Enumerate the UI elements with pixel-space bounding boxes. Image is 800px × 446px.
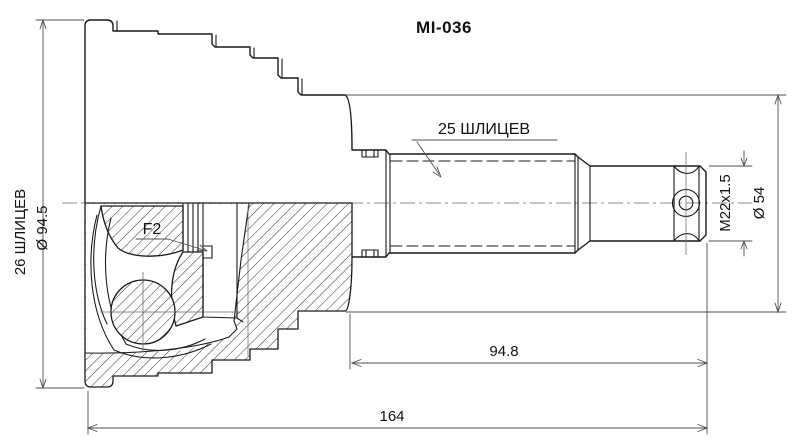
- extension-lines: [35, 19, 85, 389]
- label-groove-f2: F2: [135, 221, 208, 252]
- extension-lines: [349, 242, 708, 435]
- cage-lower-inner-arc: [125, 338, 206, 351]
- tip-flat-edges: [673, 165, 700, 242]
- bore-spline-lines: [182, 203, 199, 253]
- arrowheads: [39, 18, 47, 390]
- boot-clamp-groove-top: [361, 149, 379, 158]
- extension-lines: [708, 165, 753, 242]
- bell-housing-profile: [84, 19, 707, 204]
- inner-race-upper: [100, 205, 184, 257]
- arrowheads: [86, 424, 709, 432]
- dimension-overall-length: 164: [86, 390, 709, 435]
- boot-clamp-groove-bottom: [361, 249, 379, 258]
- arrowheads: [774, 93, 782, 314]
- leader-arrowhead: [196, 244, 208, 252]
- shaft-spline-section: [385, 149, 579, 258]
- dimension-housing-diameter: 26 ШЛИЦЕВ Ø 94.5: [12, 18, 85, 390]
- extension-lines: [345, 94, 787, 313]
- dimension-stem-length: 94.8: [349, 242, 709, 435]
- snap-ring-groove: [202, 245, 213, 259]
- boot-groove-chamfer-lines: [116, 20, 303, 96]
- spline-root-dashed-lines: [390, 160, 576, 247]
- hub-splines-label: 26 ШЛИЦЕВ: [12, 189, 29, 275]
- arrowheads: [740, 157, 748, 250]
- bore-wall-lines: [202, 203, 244, 323]
- dimension-thread: M22x1.5: [708, 150, 753, 257]
- joint-internals: [90, 203, 249, 359]
- threaded-tip: [589, 152, 701, 255]
- boot-land-diameter-label: Ø 54: [751, 187, 768, 220]
- output-shaft: [351, 149, 707, 258]
- stem-length-value: 94.8: [489, 343, 518, 360]
- race-mouth-cone-line: [228, 203, 250, 338]
- label-shaft-splines: 25 ШЛИЦЕВ: [411, 121, 558, 178]
- arrowheads: [350, 359, 709, 367]
- cage-outer-arc: [90, 214, 115, 351]
- dimension-boot-land-diameter: Ø 54: [345, 93, 787, 314]
- housing-diameter-label: Ø 94.5: [34, 205, 51, 250]
- thread-relief-top: [673, 165, 700, 175]
- groove-label: F2: [143, 221, 162, 238]
- overall-length-value: 164: [379, 408, 404, 425]
- leader-line: [167, 238, 205, 251]
- spline-end-edges: [574, 153, 579, 254]
- shaft-bottom-profile: [351, 202, 707, 258]
- part-code-title: MI-036: [416, 18, 472, 37]
- leader-line: [416, 141, 440, 175]
- leader-arrowhead: [432, 166, 442, 178]
- ball-center-marks: [100, 272, 240, 352]
- hub-spline-bore: [182, 203, 244, 323]
- spline-start-edges: [385, 149, 391, 258]
- cage-lower-outer-arc: [113, 343, 212, 359]
- shaft-splines-label: 25 ШЛИЦЕВ: [438, 121, 530, 138]
- thread-spec-label: M22x1.5: [717, 174, 734, 232]
- thread-relief-bottom: [673, 232, 700, 242]
- housing-top-profile: [84, 19, 707, 204]
